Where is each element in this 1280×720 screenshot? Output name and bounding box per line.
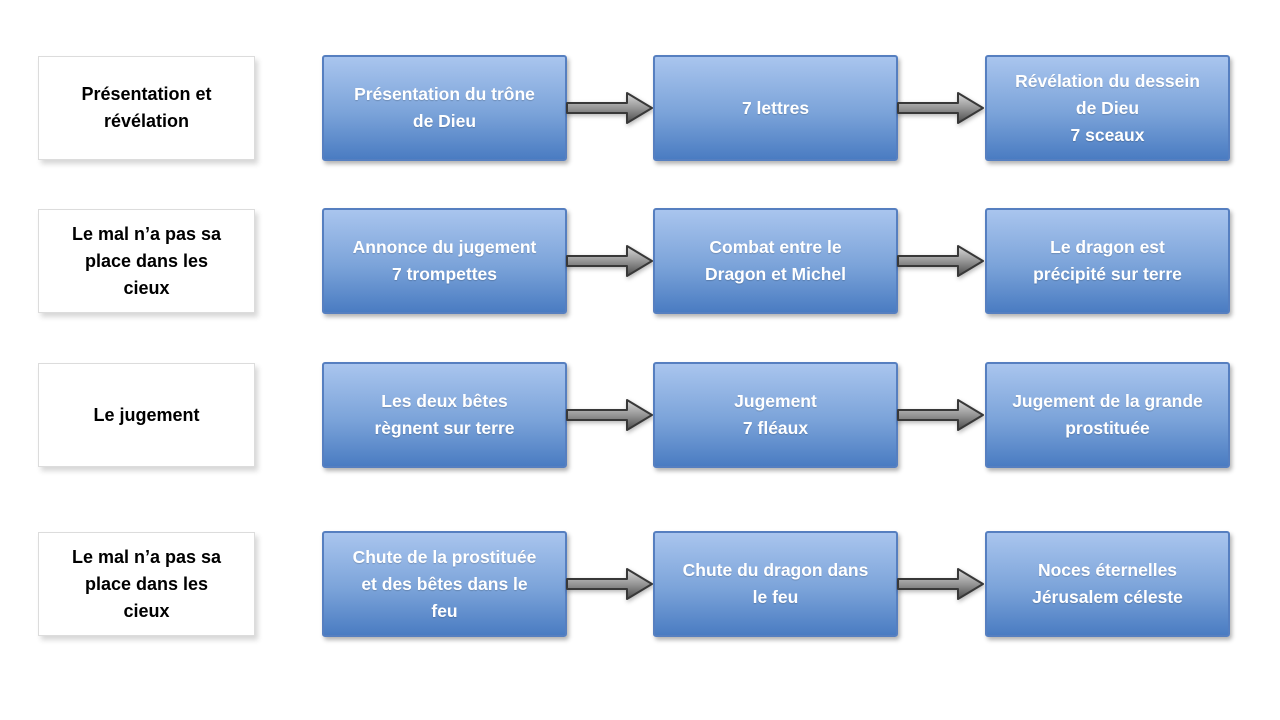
flow-step-text: Présentation du trône de Dieu [354, 84, 535, 131]
flow-step-text: Jugement de la grande prostituée [1012, 391, 1203, 438]
arrow-right-icon [897, 565, 985, 603]
phase-label-text: Le jugement [93, 404, 200, 425]
flow-step-text: Chute du dragon dans le feu [682, 560, 869, 607]
flow-step-3: Noces éternelles Jérusalem céleste [985, 531, 1230, 637]
phase-label-box: Le mal n’a pas sa place dans les cieux [38, 209, 255, 313]
flow-step-3: Le dragon est précipité sur terre [985, 208, 1230, 314]
arrow-right-icon [897, 89, 985, 127]
flow-step-text: Jugement 7 fléaux [734, 391, 817, 438]
flow-step-3: Jugement de la grande prostituée [985, 362, 1230, 468]
flow-row: Le jugement Les deux bêtes règnent sur t… [0, 362, 1280, 468]
arrow-right-icon [566, 242, 654, 280]
arrow-right-icon [897, 396, 985, 434]
flow-step-text: Noces éternelles Jérusalem céleste [1032, 560, 1183, 607]
flow-row: Le mal n’a pas sa place dans les cieux A… [0, 208, 1280, 314]
arrow-right-icon [566, 89, 654, 127]
phase-label-box: Le jugement [38, 363, 255, 467]
flow-step-2: Combat entre le Dragon et Michel [653, 208, 898, 314]
flow-step-2: Jugement 7 fléaux [653, 362, 898, 468]
flow-step-text: Chute de la prostituée et des bêtes dans… [352, 546, 537, 621]
phase-label-box: Le mal n’a pas sa place dans les cieux [38, 532, 255, 636]
flow-step-1: Présentation du trône de Dieu [322, 55, 567, 161]
arrow-right-icon [566, 396, 654, 434]
arrow-right-icon [897, 242, 985, 280]
flow-step-3: Révélation du dessein de Dieu 7 sceaux [985, 55, 1230, 161]
flow-step-2: Chute du dragon dans le feu [653, 531, 898, 637]
flow-step-1: Les deux bêtes règnent sur terre [322, 362, 567, 468]
flow-row: Le mal n’a pas sa place dans les cieux C… [0, 531, 1280, 637]
arrow-right-icon [566, 565, 654, 603]
flow-row: Présentation et révélation Présentation … [0, 55, 1280, 161]
phase-label-box: Présentation et révélation [38, 56, 255, 160]
flow-step-text: Le dragon est précipité sur terre [1033, 237, 1182, 284]
phase-label-text: Présentation et révélation [81, 84, 212, 131]
phase-label-text: Le mal n’a pas sa place dans les cieux [71, 546, 222, 621]
flow-step-1: Chute de la prostituée et des bêtes dans… [322, 531, 567, 637]
flow-step-text: Annonce du jugement 7 trompettes [352, 237, 537, 284]
flow-step-text: Révélation du dessein de Dieu 7 sceaux [1015, 70, 1200, 145]
flow-step-1: Annonce du jugement 7 trompettes [322, 208, 567, 314]
flow-step-text: Les deux bêtes règnent sur terre [374, 391, 515, 438]
flow-step-2: 7 lettres [653, 55, 898, 161]
flow-step-text: 7 lettres [741, 97, 810, 118]
flow-step-text: Combat entre le Dragon et Michel [705, 237, 846, 284]
phase-label-text: Le mal n’a pas sa place dans les cieux [71, 223, 222, 298]
